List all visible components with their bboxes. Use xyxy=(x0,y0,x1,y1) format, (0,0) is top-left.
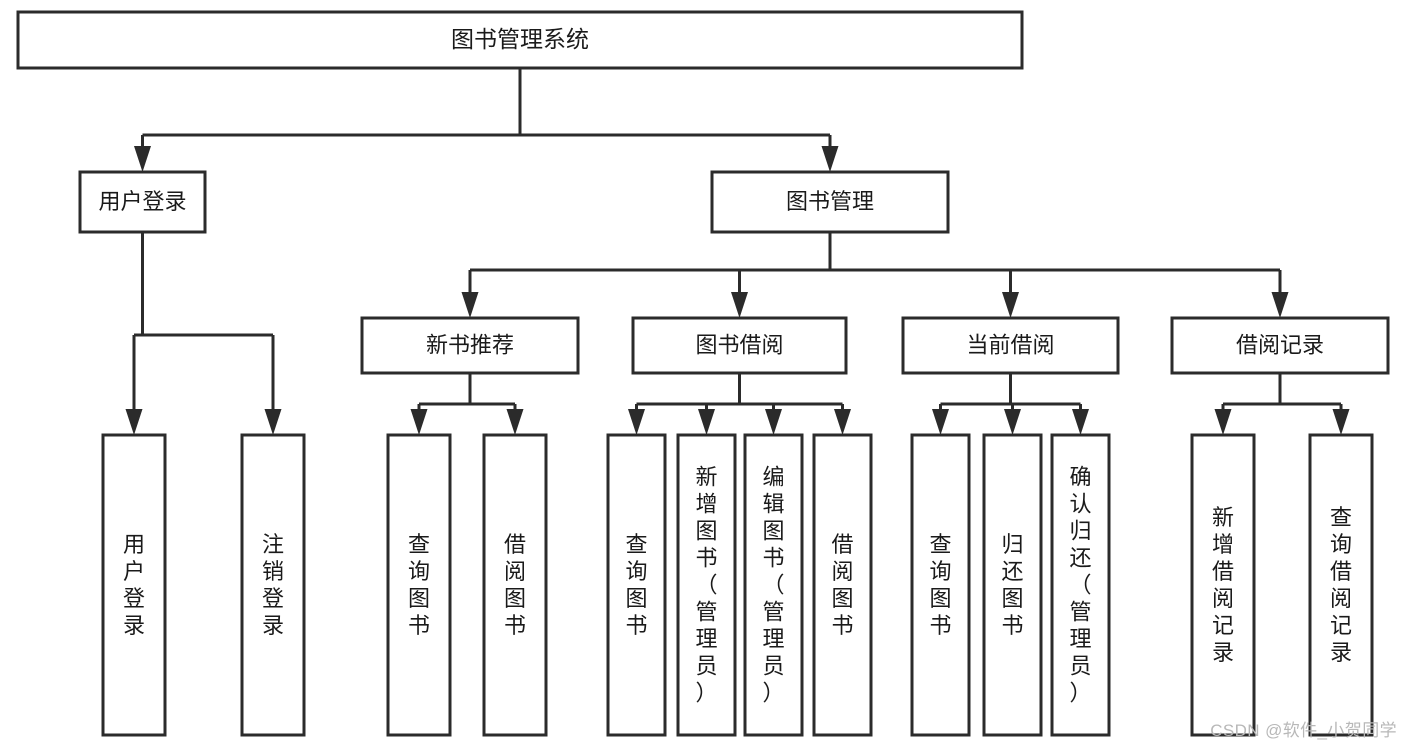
arrow-head-icon xyxy=(125,409,143,435)
node-label: 借阅记录 xyxy=(1236,332,1324,357)
node-label: 新增图书（管理员） xyxy=(695,465,717,706)
node-box xyxy=(101,433,167,737)
node-leaf-logout[interactable]: 注销登录 xyxy=(240,433,306,737)
arrow-head-icon xyxy=(698,409,715,435)
node-label: 查询图书 xyxy=(408,532,430,638)
node-label: 新书推荐 xyxy=(426,332,514,357)
node-label: 图书管理 xyxy=(786,189,874,214)
arrow-head-icon xyxy=(461,292,479,318)
arrow-head-icon xyxy=(821,146,839,172)
node-label: 借阅图书 xyxy=(831,532,853,638)
node-label: 查询图书 xyxy=(929,532,951,638)
node-leaf-query-book-1[interactable]: 查询图书 xyxy=(386,433,452,737)
node-label: 借阅图书 xyxy=(504,532,526,638)
node-box xyxy=(1170,316,1390,375)
node-label: 归还图书 xyxy=(1001,532,1023,638)
node-box xyxy=(78,170,207,234)
arrow-head-icon xyxy=(264,409,282,435)
node-borrow-records[interactable]: 借阅记录 xyxy=(1170,316,1390,375)
arrow-head-icon xyxy=(1002,292,1019,318)
node-box xyxy=(482,433,548,737)
arrow-head-icon xyxy=(134,146,151,172)
node-leaf-query-record[interactable]: 查询借阅记录 xyxy=(1308,433,1374,737)
node-box xyxy=(812,433,873,737)
node-box xyxy=(360,316,580,375)
node-user-login[interactable]: 用户登录 xyxy=(78,170,207,234)
node-label: 新增借阅记录 xyxy=(1212,505,1234,665)
arrow-head-icon xyxy=(731,292,748,318)
node-box xyxy=(910,433,971,737)
arrow-head-icon xyxy=(1214,409,1232,435)
arrow-head-icon xyxy=(1004,409,1021,435)
node-leaf-query-book-3[interactable]: 查询图书 xyxy=(910,433,971,737)
node-box xyxy=(743,433,804,737)
node-current-borrow[interactable]: 当前借阅 xyxy=(901,316,1120,375)
node-leaf-edit-book[interactable]: 编辑图书（管理员） xyxy=(743,433,804,737)
connector-layer xyxy=(125,68,1350,435)
node-leaf-query-book-2[interactable]: 查询图书 xyxy=(606,433,667,737)
csdn-watermark: CSDN @软件_小贺同学 xyxy=(1210,721,1397,740)
node-label: 查询借阅记录 xyxy=(1330,505,1352,665)
node-leaf-add-record[interactable]: 新增借阅记录 xyxy=(1190,433,1256,737)
arrow-head-icon xyxy=(1072,409,1089,435)
node-leaf-confirm-return[interactable]: 确认归还（管理员） xyxy=(1050,433,1111,737)
node-box xyxy=(676,433,737,737)
node-label: 查询图书 xyxy=(625,532,647,638)
node-label: 当前借阅 xyxy=(966,332,1054,357)
node-box xyxy=(1190,433,1256,737)
node-label: 图书借阅 xyxy=(695,332,783,357)
node-box xyxy=(982,433,1043,737)
node-book-borrow[interactable]: 图书借阅 xyxy=(631,316,848,375)
node-new-book-recommend[interactable]: 新书推荐 xyxy=(360,316,580,375)
node-box xyxy=(240,433,306,737)
node-box xyxy=(901,316,1120,375)
arrow-head-icon xyxy=(628,409,645,435)
arrow-head-icon xyxy=(1332,409,1350,435)
node-leaf-add-book[interactable]: 新增图书（管理员） xyxy=(676,433,737,737)
arrow-head-icon xyxy=(410,409,428,435)
node-label: 确认归还（管理员） xyxy=(1069,465,1091,706)
node-leaf-return-book[interactable]: 归还图书 xyxy=(982,433,1043,737)
node-leaf-borrow-book-1[interactable]: 借阅图书 xyxy=(482,433,548,737)
node-layer: 图书管理系统用户登录图书管理新书推荐图书借阅当前借阅借阅记录用户登录注销登录查询… xyxy=(16,10,1390,737)
node-label: 注销登录 xyxy=(262,532,284,638)
arrow-head-icon xyxy=(506,409,524,435)
node-box xyxy=(386,433,452,737)
node-label: 图书管理系统 xyxy=(451,26,589,52)
node-label: 编辑图书（管理员） xyxy=(762,465,784,706)
node-book-management[interactable]: 图书管理 xyxy=(710,170,950,234)
arrow-head-icon xyxy=(1271,292,1289,318)
arrow-head-icon xyxy=(932,409,949,435)
arrow-head-icon xyxy=(834,409,851,435)
node-box xyxy=(1050,433,1111,737)
node-box xyxy=(606,433,667,737)
node-box xyxy=(710,170,950,234)
node-root[interactable]: 图书管理系统 xyxy=(16,10,1024,70)
node-label: 用户登录 xyxy=(123,532,145,638)
node-box xyxy=(1308,433,1374,737)
node-label: 用户登录 xyxy=(98,189,186,214)
arrow-head-icon xyxy=(765,409,782,435)
node-leaf-user-login[interactable]: 用户登录 xyxy=(101,433,167,737)
node-box xyxy=(16,10,1024,70)
node-box xyxy=(631,316,848,375)
node-leaf-borrow-book-2[interactable]: 借阅图书 xyxy=(812,433,873,737)
